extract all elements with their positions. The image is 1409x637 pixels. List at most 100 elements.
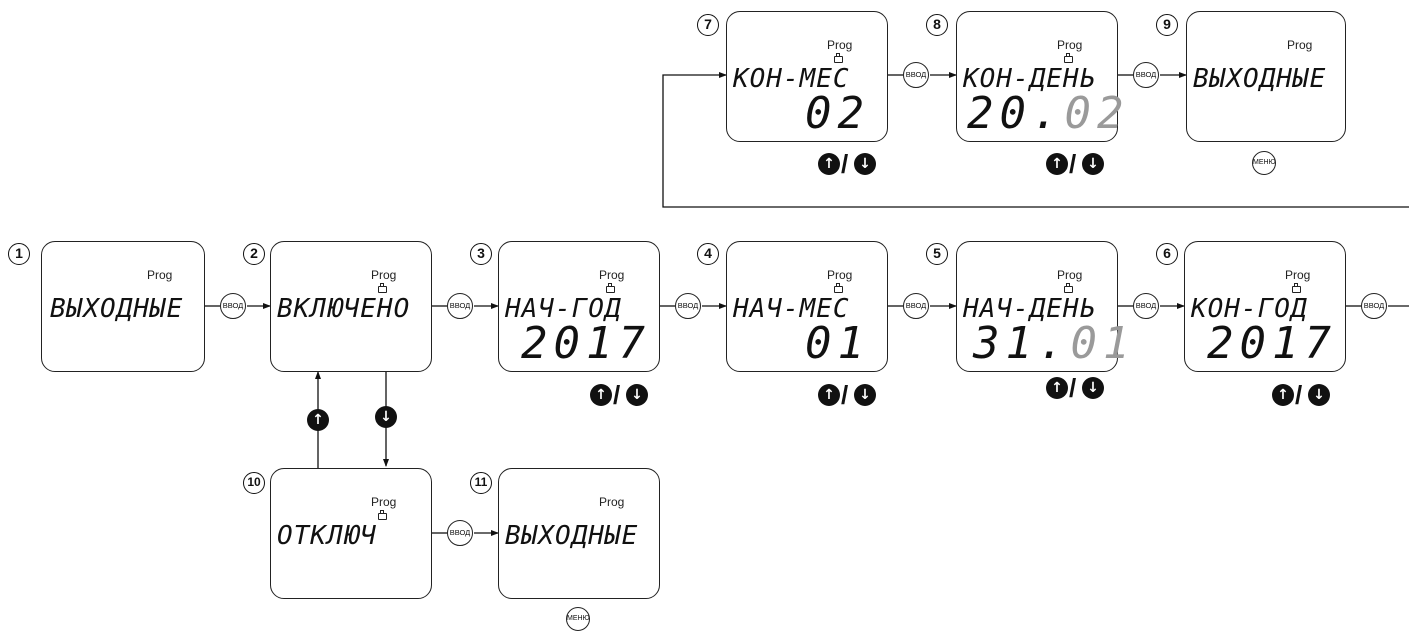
prog-indicator: Prog (827, 38, 853, 52)
display-value: 20.02 (967, 88, 1129, 139)
up-down-buttons: ↑ / ↓ (590, 380, 650, 410)
slash-separator: / (1295, 380, 1303, 410)
screen-step-4: Prog НАЧ-МЕС 01 (726, 241, 888, 372)
prog-indicator: Prog (1287, 38, 1313, 52)
screen-step-5: Prog НАЧ-ДЕНЬ 31.01 (956, 241, 1129, 372)
arrow-down-circle-icon[interactable]: ↓ (1082, 153, 1104, 175)
up-down-buttons: ↑ / ↓ (818, 380, 878, 410)
step-11-number: 11 (470, 472, 492, 494)
screen-step-6: Prog КОН-ГОД 2017 (1184, 241, 1346, 372)
display-value-day: 31. (973, 318, 1071, 369)
display-text: НАЧ-ГОД (505, 294, 622, 324)
display-text: КОН-МЕС (733, 64, 850, 94)
step-5-number: 5 (926, 243, 948, 265)
briefcase-icon (378, 283, 387, 293)
screen-step-8: Prog КОН-ДЕНЬ 20.02 (956, 11, 1123, 142)
enter-button[interactable]: ВВОД (1133, 62, 1159, 88)
up-down-buttons: ↑ / ↓ (1272, 380, 1332, 410)
step-7-number: 7 (697, 14, 719, 36)
screen-step-7: Prog КОН-МЕС 02 (726, 11, 888, 142)
arrow-down-circle-icon[interactable]: ↓ (626, 384, 648, 406)
menu-button[interactable]: МЕНЮ (566, 607, 590, 631)
up-down-buttons: ↑ / ↓ (1046, 149, 1106, 179)
slash-separator: / (1069, 373, 1077, 403)
briefcase-icon (834, 53, 843, 63)
screen-step-10: Prog ОТКЛЮЧ (270, 468, 432, 599)
prog-indicator: Prog (147, 268, 173, 282)
display-text: ВКЛЮЧЕНО (277, 294, 411, 324)
display-text: ВЫХОДНЫЕ (50, 294, 184, 324)
prog-indicator: Prog (1057, 38, 1083, 52)
slash-separator: / (841, 149, 849, 179)
arrow-down-circle-icon[interactable]: ↓ (854, 153, 876, 175)
step-1-number: 1 (8, 243, 30, 265)
arrow-up-circle-icon[interactable]: ↑ (590, 384, 612, 406)
enter-button[interactable]: ВВОД (675, 293, 701, 319)
step-10-number: 10 (243, 472, 265, 494)
briefcase-icon (1064, 53, 1073, 63)
prog-indicator: Prog (371, 495, 397, 509)
display-text: ВЫХОДНЫЕ (1193, 64, 1327, 94)
prog-indicator: Prog (371, 268, 397, 282)
display-text: ОТКЛЮЧ (277, 521, 377, 551)
screen-step-1: Prog ВЫХОДНЫЕ (41, 241, 205, 372)
enter-button[interactable]: ВВОД (1361, 293, 1387, 319)
prog-indicator: Prog (1285, 268, 1311, 282)
prog-indicator: Prog (827, 268, 853, 282)
screen-step-3: Prog НАЧ-ГОД 2017 (498, 241, 660, 372)
enter-button[interactable]: ВВОД (447, 520, 473, 546)
screen-step-2: Prog ВКЛЮЧЕНО (270, 241, 432, 372)
slash-separator: / (1069, 149, 1077, 179)
display-value-month-dim: 01 (1070, 318, 1136, 369)
briefcase-icon (834, 283, 843, 293)
step-6-number: 6 (1156, 243, 1178, 265)
arrow-down-circle-icon[interactable]: ↓ (854, 384, 876, 406)
up-down-buttons: ↑ / ↓ (1046, 373, 1106, 403)
prog-indicator: Prog (599, 268, 625, 282)
display-text: ВЫХОДНЫЕ (505, 521, 639, 551)
screen-step-11: Prog ВЫХОДНЫЕ (498, 468, 660, 599)
briefcase-icon (1064, 283, 1073, 293)
display-value-month-dim: 02 (1064, 88, 1130, 139)
enter-button[interactable]: ВВОД (903, 293, 929, 319)
arrow-down-circle-icon[interactable]: ↓ (1308, 384, 1330, 406)
display-value: 02 (805, 88, 870, 139)
enter-button[interactable]: ВВОД (1133, 293, 1159, 319)
display-text: НАЧ-МЕС (733, 294, 850, 324)
prog-indicator: Prog (1057, 268, 1083, 282)
step-8-number: 8 (926, 14, 948, 36)
display-value: 31.01 (973, 318, 1135, 369)
display-value: 2017 (1207, 318, 1337, 369)
briefcase-icon (606, 283, 615, 293)
screen-step-9: Prog ВЫХОДНЫЕ (1186, 11, 1346, 142)
arrow-up-circle-icon[interactable]: ↑ (1272, 384, 1294, 406)
menu-button[interactable]: МЕНЮ (1252, 151, 1276, 175)
enter-button[interactable]: ВВОД (447, 293, 473, 319)
step-3-number: 3 (470, 243, 492, 265)
display-value-day: 20. (967, 88, 1065, 139)
arrow-up-circle-icon[interactable]: ↑ (307, 409, 329, 431)
display-text: КОН-ДЕНЬ (963, 64, 1097, 94)
enter-button[interactable]: ВВОД (903, 62, 929, 88)
up-down-buttons: ↑ / ↓ (818, 149, 878, 179)
arrow-down-circle-icon[interactable]: ↓ (1082, 377, 1104, 399)
arrow-up-circle-icon[interactable]: ↑ (1046, 377, 1068, 399)
connector-loop-to-7 (662, 72, 1409, 208)
step-4-number: 4 (697, 243, 719, 265)
display-text: НАЧ-ДЕНЬ (963, 294, 1097, 324)
prog-indicator: Prog (599, 495, 625, 509)
display-value: 2017 (521, 318, 651, 369)
slash-separator: / (613, 380, 621, 410)
enter-button[interactable]: ВВОД (220, 293, 246, 319)
slash-separator: / (841, 380, 849, 410)
briefcase-icon (1292, 283, 1301, 293)
arrow-down-circle-icon[interactable]: ↓ (375, 406, 397, 428)
arrow-up-circle-icon[interactable]: ↑ (1046, 153, 1068, 175)
step-9-number: 9 (1156, 14, 1178, 36)
display-value: 01 (805, 318, 870, 369)
step-2-number: 2 (243, 243, 265, 265)
display-text: КОН-ГОД (1191, 294, 1308, 324)
arrow-up-circle-icon[interactable]: ↑ (818, 384, 840, 406)
arrow-up-circle-icon[interactable]: ↑ (818, 153, 840, 175)
